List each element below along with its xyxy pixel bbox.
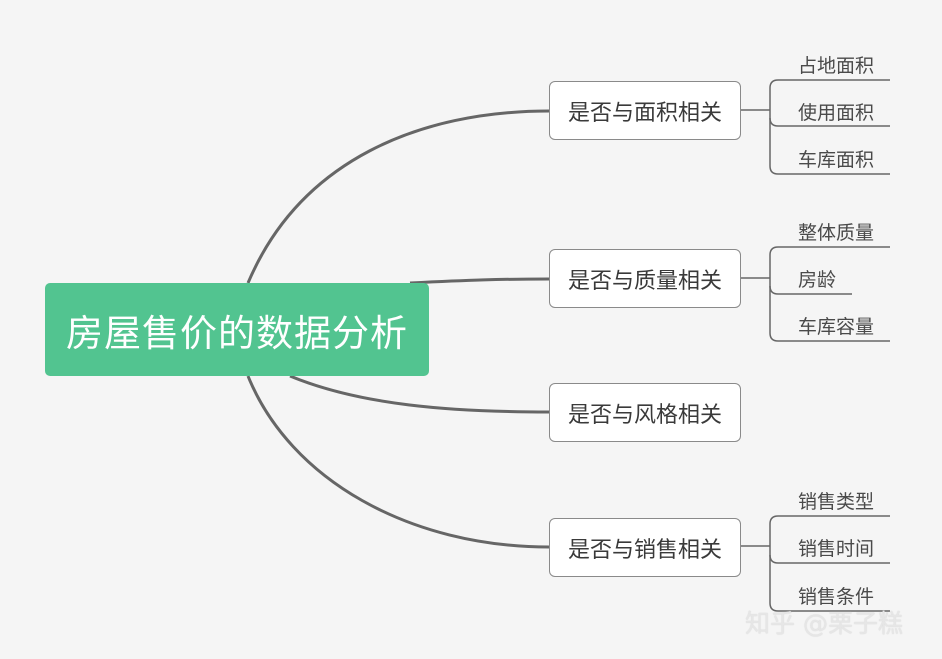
leaf-node[interactable]: 销售类型 bbox=[798, 491, 875, 513]
leaf-node[interactable]: 销售条件 bbox=[798, 586, 875, 608]
connector-root-branch-1 bbox=[246, 109, 550, 284]
branch-node-quality[interactable]: 是否与质量相关 bbox=[549, 249, 741, 308]
leaf-node[interactable]: 销售时间 bbox=[798, 538, 875, 560]
watermark: 知乎 @栗子糕 bbox=[745, 609, 903, 638]
branch-node-sales[interactable]: 是否与销售相关 bbox=[549, 518, 741, 577]
leaf-node[interactable]: 车库面积 bbox=[798, 149, 875, 171]
connector-root-branch-4 bbox=[246, 375, 550, 549]
leaf-connectors-branch-4 bbox=[741, 515, 890, 612]
connector-root-branch-3 bbox=[289, 374, 550, 414]
leaf-connectors-branch-2 bbox=[741, 246, 890, 342]
root-node[interactable]: 房屋售价的数据分析 bbox=[45, 283, 429, 376]
leaf-node[interactable]: 整体质量 bbox=[798, 222, 875, 244]
connector-root-branch-2 bbox=[409, 277, 550, 285]
branch-node-area[interactable]: 是否与面积相关 bbox=[549, 81, 741, 140]
leaf-connectors-branch-1 bbox=[741, 79, 890, 175]
branch-node-style[interactable]: 是否与风格相关 bbox=[549, 383, 741, 442]
leaf-node[interactable]: 使用面积 bbox=[798, 102, 875, 124]
leaf-node[interactable]: 占地面积 bbox=[798, 55, 875, 77]
leaf-node[interactable]: 房龄 bbox=[798, 269, 837, 291]
leaf-node[interactable]: 车库容量 bbox=[798, 316, 875, 338]
